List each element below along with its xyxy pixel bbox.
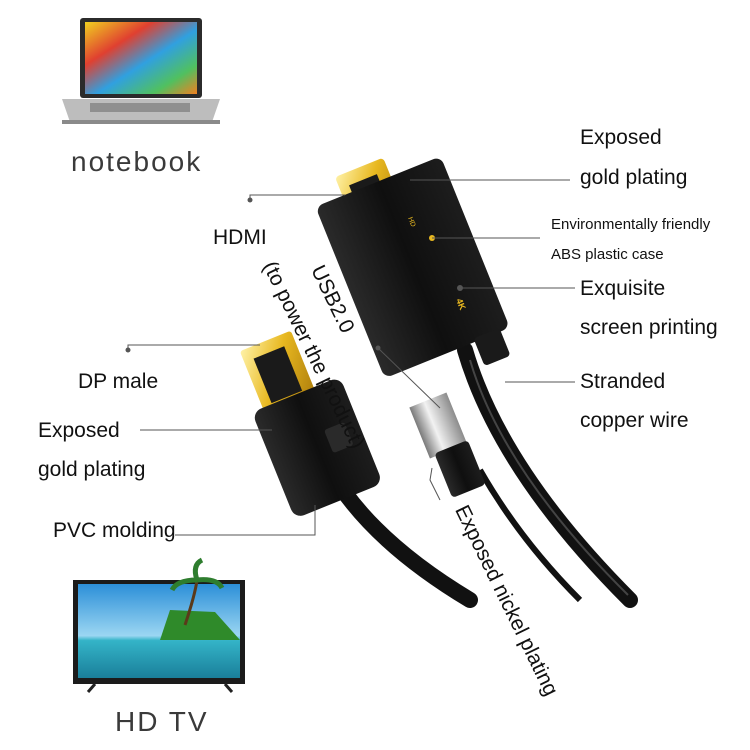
- usb-connector: [409, 392, 485, 497]
- dp-exposed-gold-line1: Exposed: [38, 419, 120, 442]
- dp-male-label: DP male: [78, 370, 159, 393]
- cables: [322, 342, 638, 608]
- hdmi-exposed-gold-line1: Exposed: [580, 126, 662, 149]
- screen-printing-line2: screen printing: [580, 316, 718, 339]
- leader-dots: [125, 197, 463, 353]
- dp-exposed-gold-line2: gold plating: [38, 458, 146, 481]
- screen-printing-line1: Exquisite: [580, 277, 666, 300]
- abs-case-line1: Environmentally friendly: [551, 216, 711, 233]
- abs-case-line2: ABS plastic case: [551, 246, 664, 263]
- hdmi-connector: [317, 158, 510, 376]
- pvc-molding-label: PVC molding: [53, 519, 176, 542]
- hdmi-print: HD: [406, 216, 416, 228]
- badge-4k: 4K: [454, 297, 468, 312]
- copper-wire-line2: copper wire: [580, 409, 689, 432]
- hdmi-label: HDMI: [213, 226, 267, 249]
- hdmi-exposed-gold-line2: gold plating: [580, 166, 688, 189]
- hdtv-caption: HD TV: [115, 706, 209, 737]
- dp-connector: [240, 331, 380, 516]
- copper-wire-line1: Stranded: [580, 370, 666, 393]
- notebook-caption: notebook: [71, 146, 203, 177]
- hdtv-image: [73, 557, 245, 693]
- notebook-image: [62, 18, 220, 124]
